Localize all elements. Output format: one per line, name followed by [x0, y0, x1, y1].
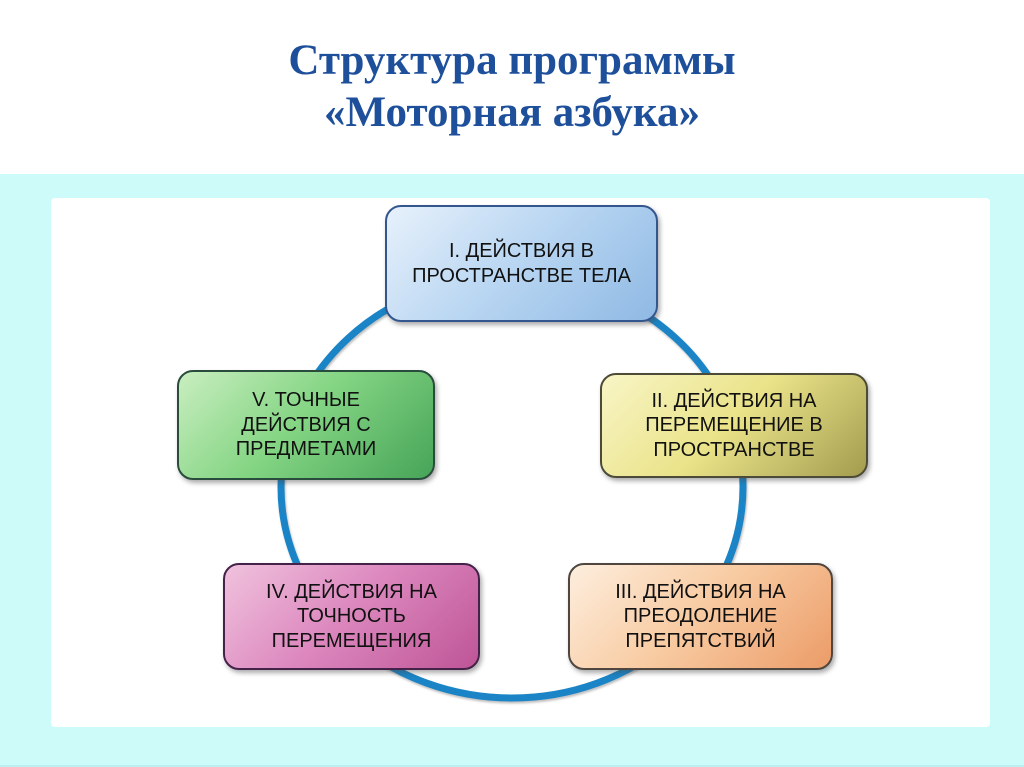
title-line-1: Структура программы: [288, 36, 736, 84]
cycle-node-5-label: V. ТОЧНЫЕ ДЕЙСТВИЯ С ПРЕДМЕТАМИ: [235, 389, 377, 461]
slide-header: Структура программы «Моторная азбука»: [0, 0, 1024, 174]
title-line-2: «Моторная азбука»: [324, 89, 700, 136]
cycle-node-5: V. ТОЧНЫЕ ДЕЙСТВИЯ С ПРЕДМЕТАМИ: [177, 370, 435, 480]
cycle-node-1: I. ДЕЙСТВИЯ В ПРОСТРАНСТВЕ ТЕЛА: [385, 205, 658, 322]
content-panel: I. ДЕЙСТВИЯ В ПРОСТРАНСТВЕ ТЕЛА II. ДЕЙС…: [51, 198, 990, 727]
cycle-node-2: II. ДЕЙСТВИЯ НА ПЕРЕМЕЩЕНИЕ В ПРОСТРАНСТ…: [600, 373, 868, 478]
slide-title: Структура программы «Моторная азбука»: [288, 35, 735, 140]
cycle-node-4-label: IV. ДЕЙСТВИЯ НА ТОЧНОСТЬ ПЕРЕМЕЩЕНИЯ: [266, 580, 437, 652]
cycle-node-3-label: III. ДЕЙСТВИЯ НА ПРЕОДОЛЕНИЕ ПРЕПЯТСТВИЙ: [615, 580, 786, 652]
cycle-node-3: III. ДЕЙСТВИЯ НА ПРЕОДОЛЕНИЕ ПРЕПЯТСТВИЙ: [568, 563, 833, 670]
slide-bottom-edge: [0, 765, 1024, 767]
cycle-node-4: IV. ДЕЙСТВИЯ НА ТОЧНОСТЬ ПЕРЕМЕЩЕНИЯ: [223, 563, 480, 670]
cycle-node-2-label: II. ДЕЙСТВИЯ НА ПЕРЕМЕЩЕНИЕ В ПРОСТРАНСТ…: [645, 389, 823, 461]
cycle-node-1-label: I. ДЕЙСТВИЯ В ПРОСТРАНСТВЕ ТЕЛА: [412, 240, 631, 287]
